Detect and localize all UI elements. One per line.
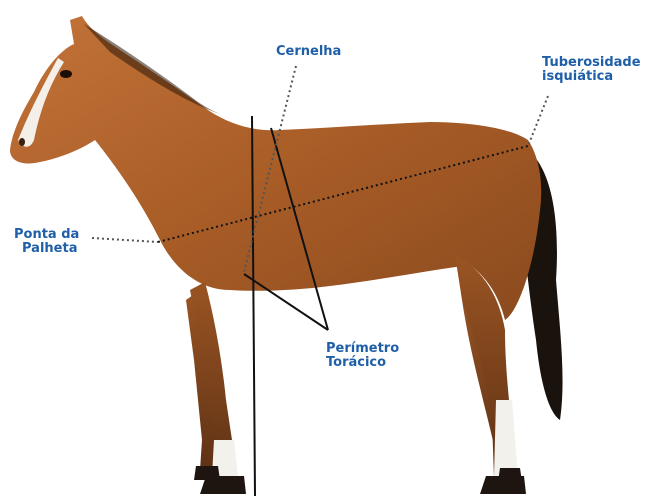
eye xyxy=(60,70,72,78)
label-tuberosidade-line2: isquiática xyxy=(542,70,613,83)
label-ponta-line2: Palheta xyxy=(22,242,77,255)
label-ponta-line1: Ponta da xyxy=(14,228,79,241)
ponta-leader xyxy=(92,238,158,242)
tuberosidade-leader xyxy=(528,96,548,146)
label-tuberosidade-line1: Tuberosidade xyxy=(542,56,641,69)
label-perimetro-line2: Torácico xyxy=(326,356,386,369)
rear-near-sock xyxy=(494,400,518,476)
rear-far-hoof xyxy=(498,468,522,482)
nostril xyxy=(19,138,25,146)
label-perimetro-line1: Perímetro xyxy=(326,342,399,355)
front-far-hoof xyxy=(194,466,220,480)
label-cernelha: Cernelha xyxy=(276,45,341,58)
